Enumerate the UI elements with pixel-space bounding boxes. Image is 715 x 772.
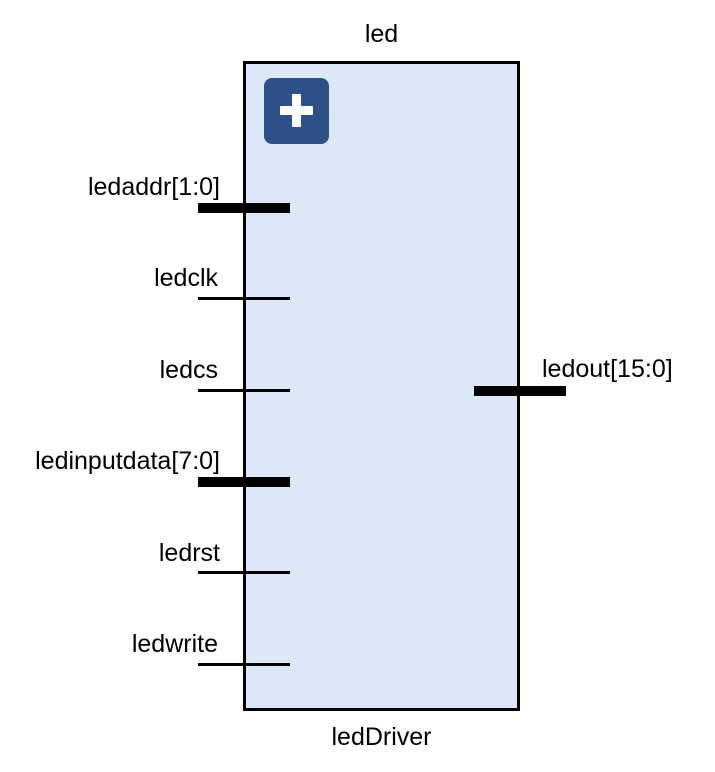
input-port-label-ledclk: ledclk [154,264,218,292]
input-pin-ledcs[interactable] [198,389,290,392]
input-port-label-ledwrite: ledwrite [131,630,218,658]
instance-name-label: led [364,20,399,48]
input-port-label-ledinputdata: ledinputdata[7:0] [35,447,220,475]
ip-block-body[interactable] [243,61,520,711]
output-port-label-ledout: ledout[15:0] [542,355,673,383]
module-name-label: ledDriver [331,723,432,751]
input-pin-ledclk[interactable] [198,297,290,300]
input-pin-ledaddr[interactable] [198,203,290,213]
input-port-label-ledrst: ledrst [158,539,220,567]
input-pin-ledrst[interactable] [198,571,290,574]
input-port-label-ledcs: ledcs [159,356,218,384]
input-port-label-ledaddr: ledaddr[1:0] [87,173,220,201]
output-pin-ledout[interactable] [474,386,566,396]
input-pin-ledinputdata[interactable] [198,477,290,487]
input-pin-ledwrite[interactable] [198,663,290,666]
expand-button[interactable] [264,78,329,144]
